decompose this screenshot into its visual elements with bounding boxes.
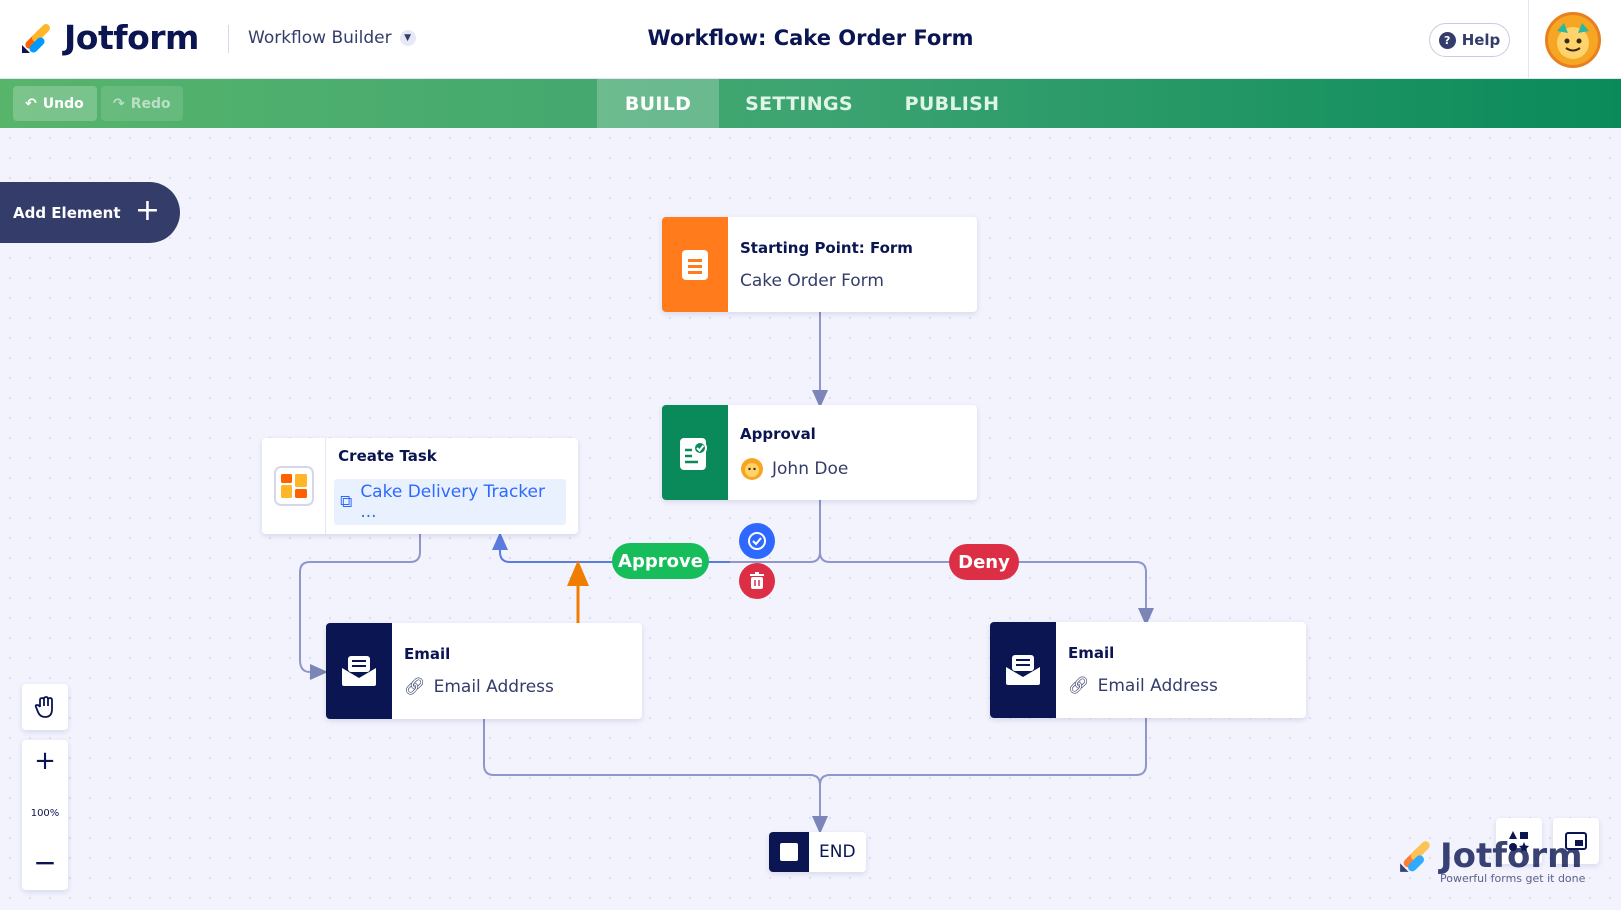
undo-icon: ↶: [25, 95, 37, 112]
undo-label: Undo: [42, 95, 84, 112]
minimap-icon: [1565, 832, 1587, 850]
top-header: Jotform Workflow Builder ▼ Workflow: Cak…: [0, 0, 1621, 79]
tab-publish[interactable]: PUBLISH: [904, 92, 1000, 115]
product-label: Workflow Builder: [248, 28, 392, 48]
recipient: 🔗︎ Email Address: [404, 677, 554, 697]
node-title: Email: [1068, 644, 1115, 662]
confirm-connection-button[interactable]: [739, 523, 775, 559]
trash-icon: [750, 572, 764, 589]
watermark-brand: Jotform: [1440, 836, 1583, 876]
shapes-icon: [1509, 831, 1529, 852]
node-title: Approval: [740, 424, 816, 443]
help-label: Help: [1461, 31, 1501, 49]
redo-icon: ↷: [113, 95, 125, 112]
add-element-button[interactable]: Add Element +: [0, 182, 180, 243]
question-icon: ?: [1438, 31, 1456, 49]
assignee-name: John Doe: [772, 458, 849, 479]
assignee: John Doe: [740, 457, 848, 481]
task-link-label: Cake Delivery Tracker ...: [360, 482, 545, 522]
add-element-label: Add Element: [13, 203, 121, 222]
delete-connection-button[interactable]: [739, 563, 775, 599]
email-icon: [326, 623, 392, 719]
task-link[interactable]: ⧉ Cake Delivery Tracker ...: [334, 479, 566, 525]
recipient-label: Email Address: [1097, 676, 1218, 696]
tab-build[interactable]: BUILD: [597, 79, 719, 128]
node-title: Starting Point: Form: [740, 238, 913, 257]
redo-button[interactable]: ↷ Redo: [101, 86, 183, 121]
node-email-approve[interactable]: Email 🔗︎ Email Address: [326, 623, 642, 719]
node-email-deny[interactable]: Email 🔗︎ Email Address: [990, 622, 1306, 718]
approval-icon: [662, 405, 728, 500]
help-button[interactable]: ? Help: [1429, 23, 1510, 57]
header-separator: [1528, 0, 1529, 79]
approve-branch-label[interactable]: Approve: [612, 543, 709, 579]
chevron-down-icon: ▼: [399, 30, 416, 46]
minimap-button[interactable]: [1553, 818, 1599, 864]
avatar-face-icon: [1557, 23, 1589, 59]
task-board-icon: [262, 438, 327, 534]
product-switcher[interactable]: Workflow Builder ▼: [248, 28, 416, 48]
node-create-task[interactable]: Create Task ⧉ Cake Delivery Tracker ...: [262, 438, 578, 534]
jotform-watermark: Jotform Powerful forms get it done: [1398, 836, 1588, 885]
header-divider: [228, 25, 229, 53]
link-icon: 🔗︎: [1068, 676, 1090, 696]
user-avatar-icon: [741, 457, 763, 480]
plus-icon: +: [134, 193, 160, 228]
link-icon: 🔗︎: [404, 677, 426, 697]
jotform-logo[interactable]: Jotform: [20, 18, 199, 57]
node-subtitle: Cake Order Form: [740, 270, 884, 291]
redo-label: Redo: [130, 95, 171, 112]
node-end[interactable]: END: [769, 832, 866, 872]
zoom-group: + 100% −: [22, 740, 68, 890]
logo-text: Jotform: [64, 18, 199, 57]
node-start-form[interactable]: Starting Point: Form Cake Order Form: [662, 217, 977, 312]
zoom-in-button[interactable]: +: [34, 746, 56, 776]
undo-button[interactable]: ↶ Undo: [13, 86, 97, 121]
end-label: END: [819, 842, 856, 862]
form-icon: [662, 217, 728, 312]
hand-icon: [34, 696, 53, 718]
email-icon: [990, 622, 1056, 718]
shapes-button[interactable]: [1496, 818, 1542, 864]
deny-branch-label[interactable]: Deny: [949, 544, 1019, 580]
page-title: Workflow: Cake Order Form: [647, 26, 974, 50]
zoom-level: 100%: [30, 808, 60, 819]
avatar[interactable]: [1545, 12, 1601, 68]
node-approval[interactable]: Approval John Doe: [662, 405, 977, 500]
node-title: Create Task: [338, 447, 437, 465]
zoom-out-button[interactable]: −: [33, 846, 57, 879]
recipient-label: Email Address: [433, 677, 554, 697]
recipient: 🔗︎ Email Address: [1068, 676, 1218, 696]
stop-icon: [769, 832, 809, 872]
check-circle-icon: [748, 532, 766, 550]
jotform-logo-icon: [22, 23, 50, 53]
watermark-tagline: Powerful forms get it done: [1440, 872, 1586, 885]
jotform-logo-icon: [1400, 841, 1430, 872]
pan-hand-button[interactable]: [22, 684, 68, 730]
tab-settings[interactable]: SETTINGS: [745, 92, 853, 115]
external-link-icon: ⧉: [340, 492, 353, 512]
builder-toolbar: ↶ Undo ↷ Redo BUILD SETTINGS PUBLISH: [0, 79, 1621, 128]
node-title: Email: [404, 645, 451, 663]
